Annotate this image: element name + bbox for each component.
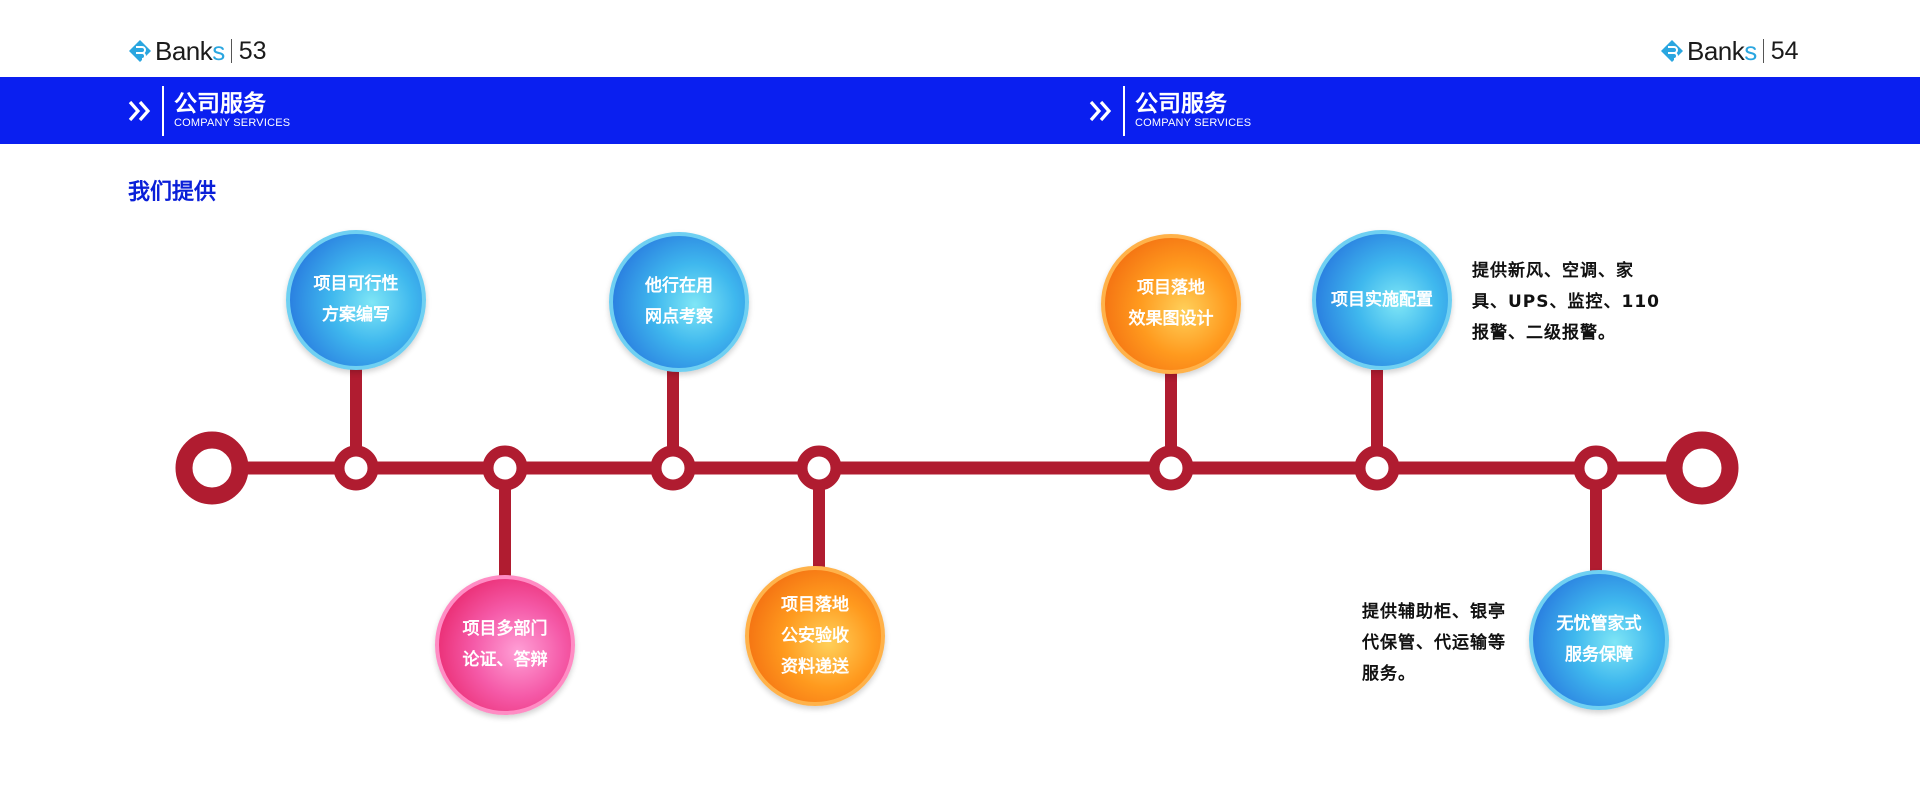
step-implementation-config: 项目实施配置: [1312, 230, 1452, 370]
section-title: 我们提供: [128, 179, 217, 205]
brand-logo-left: Banks 53: [128, 36, 267, 66]
banks-logo-icon: [1661, 40, 1683, 62]
step-branch-inspection: 他行在用网点考察: [609, 232, 749, 372]
double-chevron-right-icon: [128, 100, 151, 121]
service-description: 提供辅助柜、银亭 代保管、代运输等 服务。: [1362, 602, 1506, 684]
banner-title: 公司服务: [174, 91, 266, 117]
step-butler-service: 无忧管家式服务保障: [1529, 570, 1669, 710]
banner-heading-left: 公司服务 COMPANY SERVICES: [127, 77, 290, 144]
logo-divider: [1762, 39, 1764, 63]
step-rendering-design: 项目落地效果图设计: [1101, 234, 1241, 374]
timeline-node-5: [1148, 445, 1194, 491]
timeline-end-right: [1665, 431, 1739, 505]
double-chevron-right-icon: [1089, 100, 1112, 121]
step-feasibility-plan: 项目可行性方案编写: [286, 230, 426, 370]
banner-divider: [1123, 85, 1125, 136]
banner-subtitle: COMPANY SERVICES: [1135, 117, 1252, 129]
timeline-node-2: [482, 445, 528, 491]
banner-subtitle: COMPANY SERVICES: [174, 117, 291, 129]
page-number-left: 53: [238, 36, 267, 65]
timeline-node-7: [1573, 445, 1619, 491]
timeline-node-3: [650, 445, 696, 491]
timeline-node-4: [796, 445, 842, 491]
step-police-acceptance: 项目落地公安验收资料递送: [745, 566, 885, 706]
page-number-right: 54: [1770, 36, 1799, 65]
timeline-node-1: [333, 445, 379, 491]
brand-logo-right: Banks 54: [1660, 36, 1799, 66]
section-banner: 公司服务 COMPANY SERVICES 公司服务 COMPANY SERVI…: [0, 77, 1920, 144]
banks-logo-icon: [129, 40, 151, 62]
brand-name: Banks: [1687, 35, 1757, 66]
config-description: 提供新风、空调、家 具、UPS、监控、110 报警、二级报警。: [1472, 261, 1660, 343]
logo-divider: [230, 39, 232, 63]
timeline-node-6: [1354, 445, 1400, 491]
banner-heading-right: 公司服务 COMPANY SERVICES: [1088, 77, 1251, 144]
step-department-review: 项目多部门论证、答辩: [435, 575, 575, 715]
banner-title: 公司服务: [1135, 91, 1227, 117]
banner-divider: [162, 85, 164, 136]
brand-name: Banks: [155, 35, 225, 66]
timeline-end-left: [175, 431, 249, 505]
